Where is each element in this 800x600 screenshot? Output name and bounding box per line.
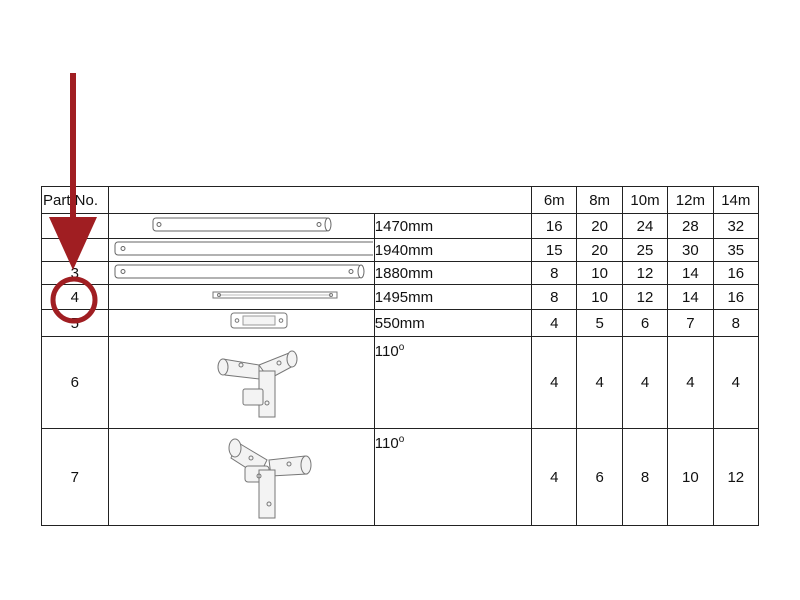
dimension: 1880mm — [373, 261, 533, 285]
qty-6m: 15 — [531, 238, 578, 262]
three-way-connector-illustration — [107, 336, 375, 429]
qty-14m: 8 — [712, 309, 760, 337]
part-number: 5 — [41, 309, 109, 337]
qty-8m: 20 — [576, 238, 623, 262]
part-no-header: Part No. — [41, 186, 109, 214]
qty-14m: 35 — [712, 238, 760, 262]
qty-6m: 4 — [531, 336, 578, 429]
size-header-14m: 14m — [712, 186, 760, 214]
part-number: 2 — [41, 238, 109, 262]
four-way-connector-illustration — [107, 428, 375, 526]
qty-14m: 12 — [712, 428, 760, 526]
pole-illustration — [107, 261, 375, 285]
angle: 110o — [373, 336, 533, 429]
qty-14m: 4 — [712, 336, 760, 429]
parts-table: Part No. 6m 8m 10m 12m 14m 1 1470mm 16 2… — [41, 186, 760, 526]
dimension: 1940mm — [373, 238, 533, 262]
qty-6m: 16 — [531, 213, 578, 239]
qty-10m: 25 — [621, 238, 669, 262]
dimension: 1495mm — [373, 284, 533, 310]
table-row: 2 1940mm 15 20 25 30 35 — [41, 238, 760, 262]
part-number: 6 — [41, 336, 109, 429]
qty-10m: 8 — [621, 428, 669, 526]
table-row: 6 110o 4 4 4 4 4 — [41, 336, 760, 429]
size-header-12m: 12m — [667, 186, 714, 214]
size-header-6m: 6m — [531, 186, 578, 214]
dimension: 550mm — [373, 309, 533, 337]
table-row: 5 550mm 4 5 6 7 8 — [41, 309, 760, 337]
qty-12m: 30 — [667, 238, 714, 262]
angle: 110o — [373, 428, 533, 526]
table-row: 7 110o 4 6 8 10 12 — [41, 428, 760, 526]
qty-10m: 4 — [621, 336, 669, 429]
part-number: 1 — [41, 213, 109, 239]
qty-8m: 6 — [576, 428, 623, 526]
qty-14m: 32 — [712, 213, 760, 239]
qty-8m: 10 — [576, 284, 623, 310]
qty-12m: 4 — [667, 336, 714, 429]
qty-8m: 4 — [576, 336, 623, 429]
part-number: 4 — [41, 284, 109, 310]
flat-bar-illustration — [107, 284, 375, 310]
part-number: 7 — [41, 428, 109, 526]
table-row: 3 1880mm 8 10 12 14 16 — [41, 261, 760, 285]
qty-6m: 4 — [531, 428, 578, 526]
qty-8m: 5 — [576, 309, 623, 337]
illustration-header — [107, 186, 533, 214]
part-number: 3 — [41, 261, 109, 285]
qty-6m: 4 — [531, 309, 578, 337]
size-header-10m: 10m — [621, 186, 669, 214]
qty-12m: 14 — [667, 284, 714, 310]
qty-12m: 28 — [667, 213, 714, 239]
qty-12m: 7 — [667, 309, 714, 337]
qty-12m: 10 — [667, 428, 714, 526]
qty-14m: 16 — [712, 261, 760, 285]
pole-illustration — [107, 238, 375, 262]
qty-10m: 12 — [621, 284, 669, 310]
qty-14m: 16 — [712, 284, 760, 310]
table-row: 1 1470mm 16 20 24 28 32 — [41, 213, 760, 239]
table-row: 4 1495mm 8 10 12 14 16 — [41, 284, 760, 310]
qty-10m: 6 — [621, 309, 669, 337]
pole-illustration — [107, 213, 375, 239]
header-row: Part No. 6m 8m 10m 12m 14m — [41, 186, 760, 214]
qty-6m: 8 — [531, 284, 578, 310]
dimension: 1470mm — [373, 213, 533, 239]
qty-8m: 20 — [576, 213, 623, 239]
qty-10m: 24 — [621, 213, 669, 239]
plate-illustration — [107, 309, 375, 337]
size-header-8m: 8m — [576, 186, 623, 214]
qty-10m: 12 — [621, 261, 669, 285]
qty-8m: 10 — [576, 261, 623, 285]
qty-6m: 8 — [531, 261, 578, 285]
qty-12m: 14 — [667, 261, 714, 285]
